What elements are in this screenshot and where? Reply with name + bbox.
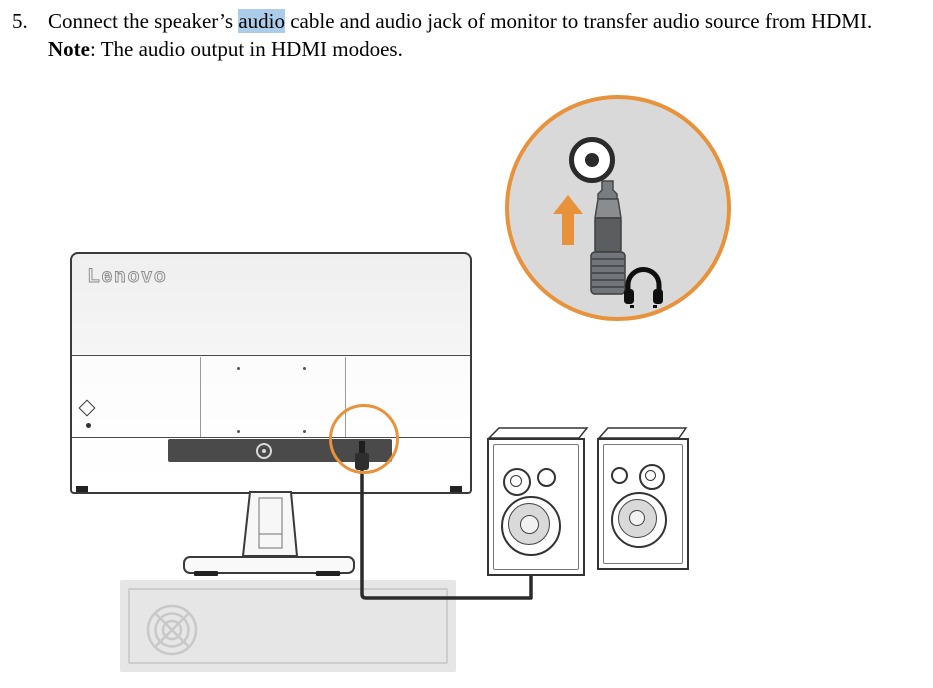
speaker-frame [493,444,579,570]
instruction-post: cable and audio jack of monitor to trans… [284,9,873,33]
step-5-instruction: 5. Connect the speaker’s audio cable and… [12,7,912,63]
bezel-seam [72,355,470,356]
stand-base [183,556,355,574]
instruction-pre: Connect the speaker’s [48,9,239,33]
zoom-callout-circle [505,95,731,321]
screw-hole [237,430,240,433]
monitor-foot-left [76,486,88,492]
tweeter-ringed [503,468,531,496]
highlighted-word: audio [238,9,285,33]
note-label: Note [48,37,90,61]
speaker-left [487,438,585,576]
woofer-cap [520,515,539,534]
tweeter-ring-inner [645,470,656,481]
audio-plug-icon [590,180,626,295]
pc-tower-grayed [120,580,456,672]
base-foot-right [316,571,340,576]
tweeter-plain [611,467,628,484]
screw-hole [303,367,306,370]
step-text: Connect the speaker’s audio cable and au… [48,7,904,63]
audio-port-center [585,153,599,167]
power-port-dot [262,449,266,453]
power-port-icon [256,443,272,459]
lenovo-logo: Lenovo [88,266,168,288]
screw-hole [237,367,240,370]
woofer-outer [611,492,667,548]
note-text: : The audio output in HDMI modoes. [89,37,403,61]
monitor-rear: Lenovo [70,252,472,494]
arrow-up-icon [553,195,583,245]
monitor-foot-right [450,486,462,492]
tweeter-ring-inner [510,475,522,487]
woofer-cap [629,510,645,526]
speaker-frame [603,444,683,564]
panel-seam-right [345,357,346,437]
audio-jack-highlight-circle [329,404,399,474]
lower-seam [72,437,470,438]
pc-outline [128,588,448,664]
power-led-dot [86,423,91,428]
step-number: 5. [12,9,28,33]
fan-icon [146,604,198,656]
headphones-icon [624,267,663,308]
woofer-outer [501,496,561,556]
screw-hole [303,430,306,433]
speaker-right [597,438,689,570]
tweeter-ringed [639,464,665,490]
panel-seam-left [200,357,201,437]
tweeter-plain [537,468,556,487]
base-foot-left [194,571,218,576]
